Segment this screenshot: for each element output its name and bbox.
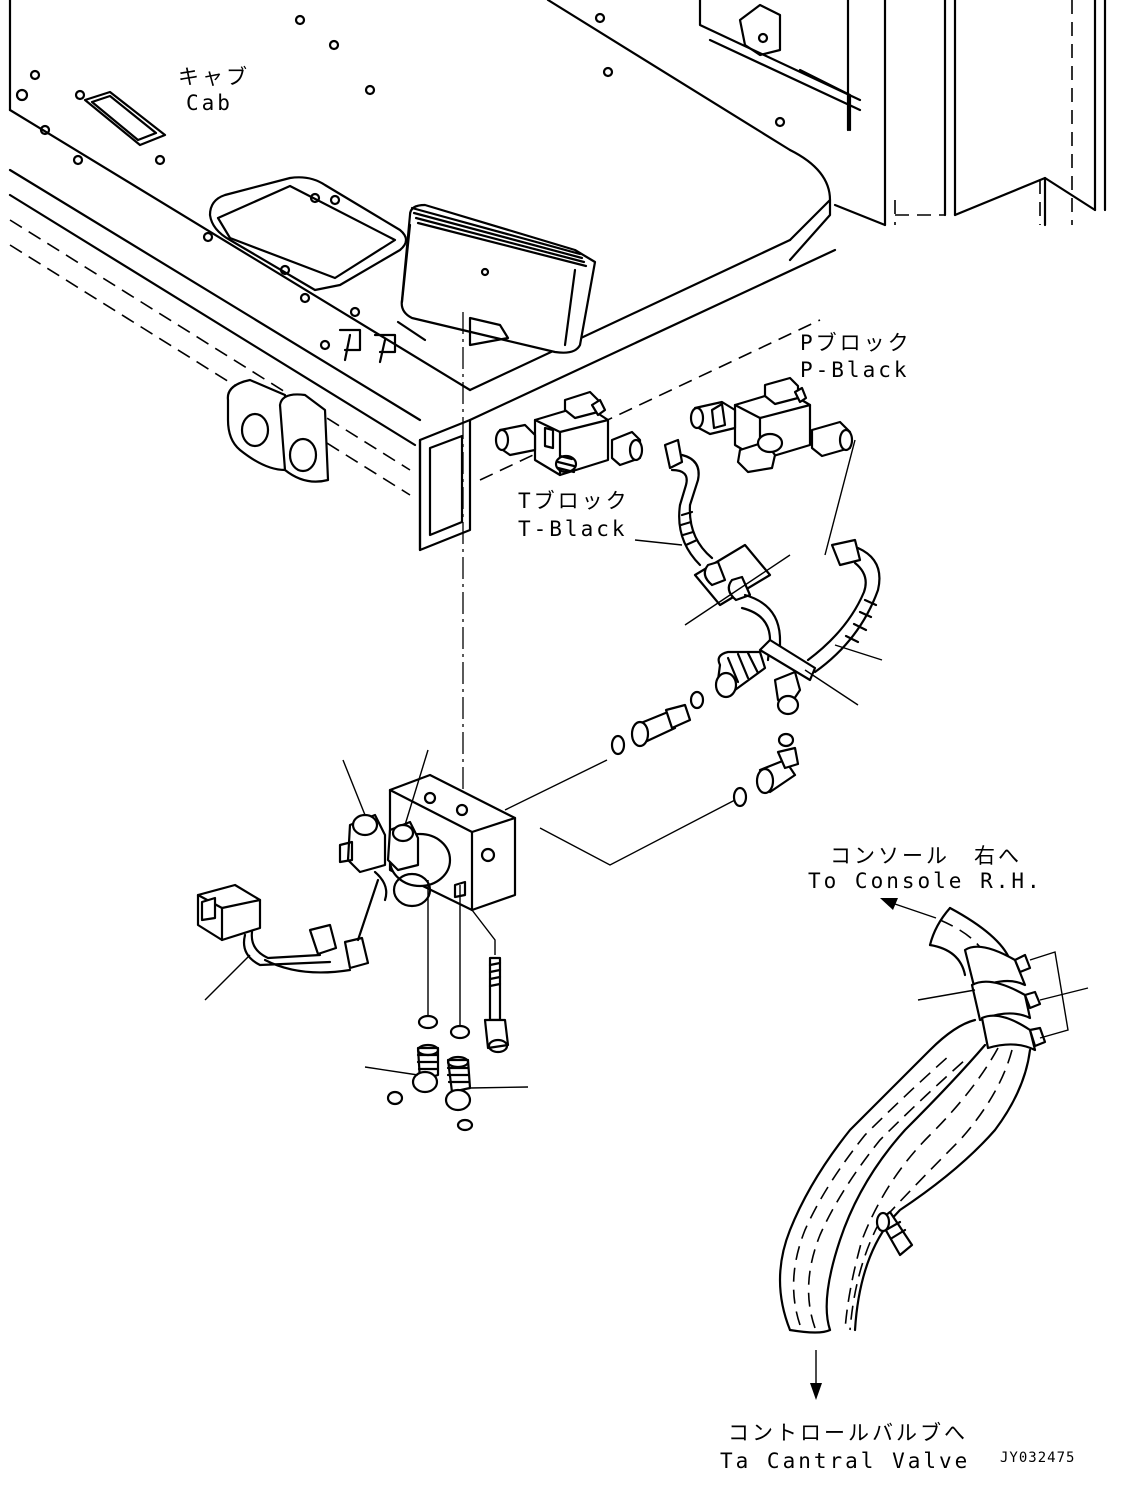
drawing-code: JY032475: [1000, 1450, 1075, 1466]
solenoid-valve-block: [338, 749, 517, 912]
console-hose: [778, 898, 1089, 1400]
console-label-jp: コンソール 右へ: [830, 844, 1022, 868]
wire-harness-connector: [196, 878, 380, 1001]
tblock-label-jp: Tブロック: [518, 489, 630, 513]
tblock-label-en: T-Black: [518, 517, 628, 541]
p-block: [689, 376, 854, 474]
cab-label-jp: キャブ: [178, 65, 250, 89]
cab-floor-frame: [8, 0, 1107, 552]
pblock-label-jp: Pブロック: [800, 331, 912, 355]
valve-label-jp: コントロールバルブへ: [728, 1421, 968, 1445]
floor-pedal-pad: [400, 203, 597, 354]
console-label-en: To Console R.H.: [808, 869, 1043, 893]
valve-label-en: Ta Cantral Valve: [720, 1449, 970, 1473]
hose-assembly: [634, 438, 883, 716]
cab-label-en: Cab: [186, 91, 233, 115]
lower-fittings: [364, 880, 529, 1132]
t-block: [494, 390, 644, 477]
bolt-holes: [15, 12, 786, 351]
pblock-label-en: P-Black: [800, 358, 910, 382]
mount-boss-left: [226, 378, 330, 483]
adapters: [504, 690, 800, 866]
